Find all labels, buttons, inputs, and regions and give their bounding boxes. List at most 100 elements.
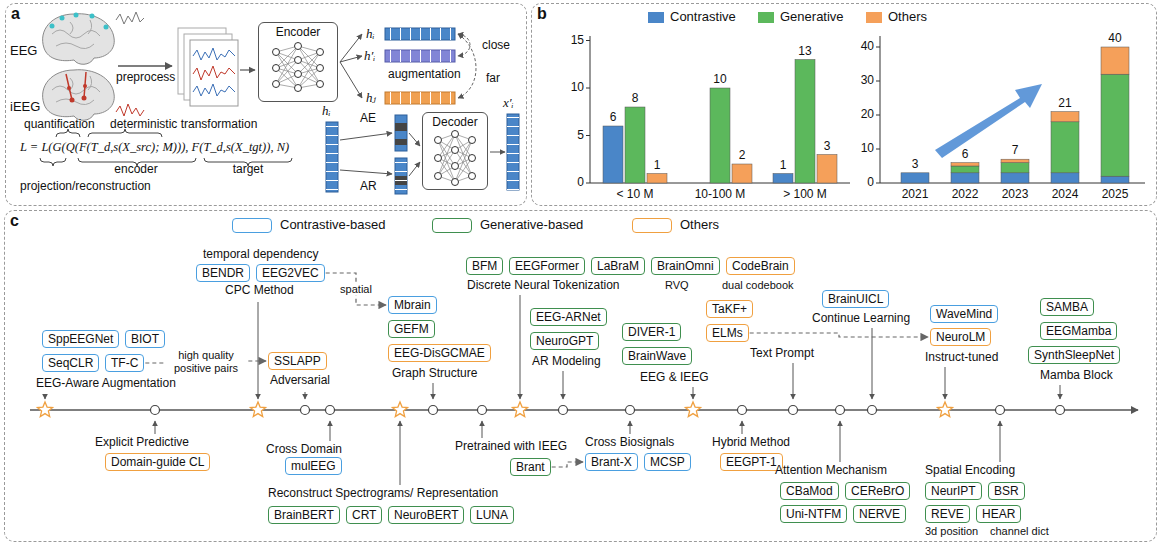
node-label: CBaMod [786, 484, 833, 498]
chart-tick [586, 40, 590, 41]
text-label: Graph Structure [392, 367, 477, 381]
milestone-star [685, 402, 700, 417]
method-box: NeuroGPT [530, 332, 599, 350]
method-box: CEReBrO [845, 482, 910, 500]
figure-shape [340, 62, 362, 98]
figure-shape [193, 48, 235, 60]
text-label: 2024 [1052, 188, 1079, 202]
text-label: 2025 [1102, 188, 1129, 202]
method-box: Domain-guide CL [105, 453, 210, 471]
timeline-axis [30, 409, 1138, 410]
text-label: close [482, 39, 510, 53]
node-label: CEReBrO [851, 484, 904, 498]
text-label: hᵢ [322, 104, 331, 119]
pointer-line [793, 363, 794, 399]
formula-brace [40, 158, 66, 166]
chart-bar [901, 173, 929, 183]
figure-shape [409, 133, 420, 146]
figure-shape [52, 20, 100, 49]
bar-chart [586, 36, 1145, 183]
node-label: EEG-DisGCMAE [394, 346, 485, 360]
chart-bar [1001, 173, 1029, 183]
pointer-line [258, 302, 259, 399]
figure-shape [66, 72, 86, 100]
feature-vectors [326, 28, 519, 194]
text-label: EEG [10, 44, 37, 59]
chart-bar [710, 88, 730, 183]
pointer-line [400, 421, 401, 485]
figure-shape [395, 158, 407, 194]
method-box: CBaMod [780, 482, 839, 500]
figure-shape [395, 115, 407, 151]
method-box: SAMBA [1040, 298, 1094, 316]
network-drawing [273, 43, 476, 186]
milestone-star [937, 402, 952, 417]
figure-shape [118, 65, 172, 66]
method-box: MCSP [644, 453, 691, 471]
milestone-dot [429, 406, 438, 415]
figure-shape [83, 84, 87, 88]
text-label: dual codebook [722, 279, 794, 292]
panel-letter: a [11, 5, 20, 23]
figure-shape [507, 114, 519, 190]
legend-swatch [432, 218, 472, 233]
method-box: EEGMamba [1040, 322, 1117, 340]
milestone-dot [836, 406, 845, 415]
text-label: 1 [780, 159, 787, 173]
legend-swatch [758, 12, 774, 23]
figure-shape [104, 25, 109, 30]
milestone-star [392, 402, 407, 417]
method-box: BrainWave [622, 347, 692, 365]
method-box: mulEEG [285, 457, 342, 475]
node-label: LaBraM [597, 259, 639, 273]
network-unit [317, 81, 324, 88]
chart-tick [876, 115, 880, 116]
text-label: Hybrid Method [712, 436, 790, 450]
text-label: 3 [824, 140, 831, 154]
chart-bar [1101, 47, 1129, 74]
network-unit [273, 49, 280, 56]
figure-shape [507, 114, 519, 190]
network-unit [452, 179, 459, 186]
node-label: SppEEGNet [48, 332, 113, 346]
method-box: Mbrain [388, 296, 437, 314]
text-label: 30 [861, 74, 874, 88]
text-label: 8 [632, 92, 639, 106]
pointer-line [563, 371, 564, 399]
text-label: Mamba Block [1040, 369, 1113, 383]
chart-bar [1101, 74, 1129, 176]
network-unit [452, 131, 459, 138]
milestone-dot [151, 406, 160, 415]
node-label: NERVE [859, 507, 900, 521]
method-box: NeuroLM [930, 328, 991, 346]
milestone-dot [868, 406, 877, 415]
pointer-line [330, 421, 331, 441]
figure-shape [395, 158, 407, 194]
node-label: EEGFormer [515, 259, 579, 273]
milestone-dot [559, 406, 568, 415]
method-box: ELMs [706, 324, 749, 342]
chart-axis [590, 36, 591, 183]
node-label: Decoder [423, 113, 487, 129]
text-label: 6 [610, 111, 617, 125]
figure-shape [395, 139, 407, 145]
network-unit [295, 85, 302, 92]
text-label: deterministic transformation [110, 118, 257, 132]
figure-shape [74, 13, 79, 18]
method-box: EEG-DisGCMAE [388, 344, 491, 362]
legend-swatch [632, 218, 672, 233]
network-unit [317, 49, 324, 56]
chart-tick [586, 183, 590, 184]
text-label: 10 [861, 142, 874, 156]
text-label: 13 [798, 45, 811, 59]
text-label: Pretrained with IEEG [455, 440, 567, 454]
method-box: LaBraM [591, 257, 645, 275]
chart-tick [586, 135, 590, 136]
text-label: 2023 [1002, 188, 1029, 202]
method-box: BSR [988, 482, 1025, 500]
milestone-dot [1056, 406, 1065, 415]
text-label: iEEG [10, 100, 40, 115]
panel-letter: c [10, 212, 19, 230]
chart-tick [586, 88, 590, 89]
decoder-box: Decoder [422, 112, 488, 190]
